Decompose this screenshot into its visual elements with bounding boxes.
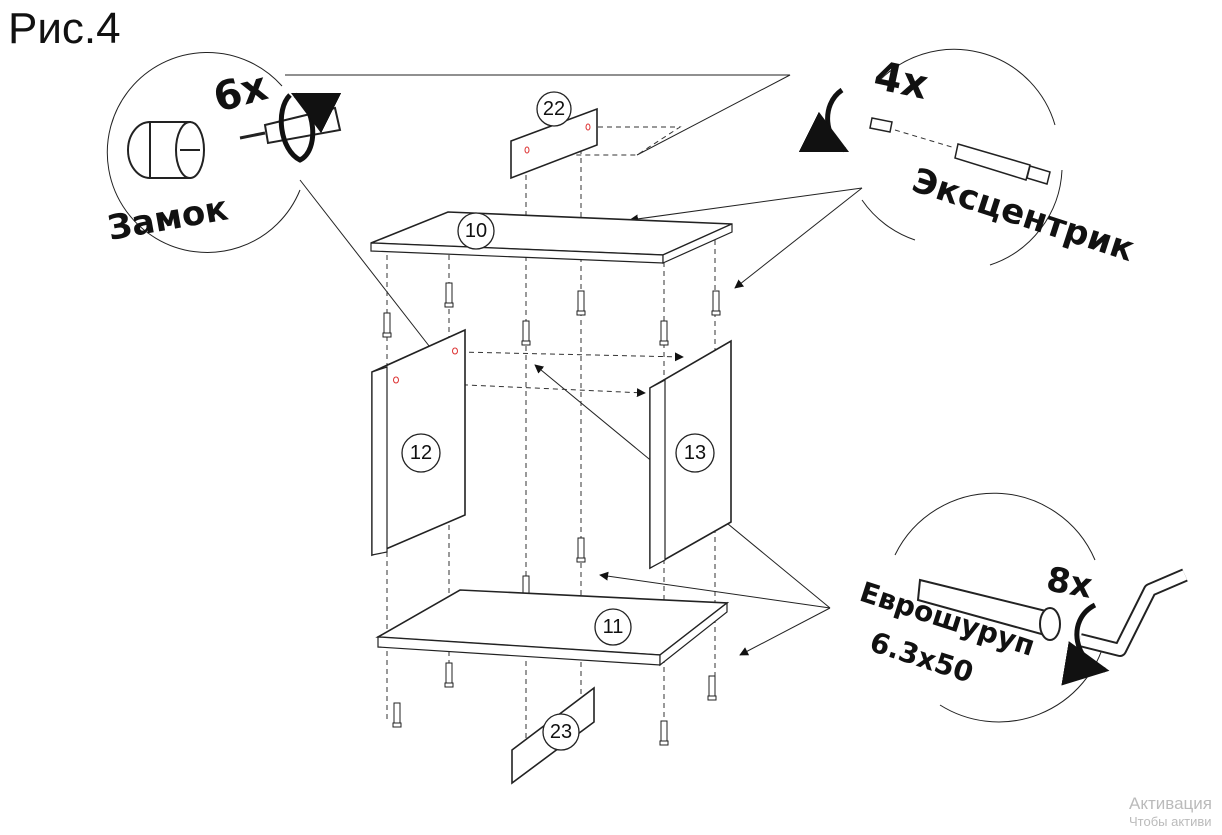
- hex-key-icon: [1078, 568, 1188, 657]
- panel-23: 23: [511, 686, 595, 785]
- euroscrew-callout: 8x Еврошуруп 6.3x50: [856, 492, 1188, 723]
- panel-10: 10: [370, 211, 733, 264]
- lock-label: Замок: [105, 188, 231, 248]
- watermark-line-1: Активация: [1129, 794, 1212, 813]
- rotate-icon: [798, 87, 850, 153]
- rotate-icon: [1061, 602, 1110, 686]
- part-number-22: 22: [543, 98, 565, 120]
- panel-13: 13: [649, 339, 732, 570]
- rotate-icon: [278, 92, 342, 163]
- lock-count: 6x: [209, 63, 273, 121]
- activation-watermark: Активация Чтобы активи: [1129, 794, 1212, 829]
- panel-12: 12: [371, 328, 466, 557]
- watermark-line-2: Чтобы активи: [1129, 814, 1212, 829]
- part-number-10: 10: [465, 220, 487, 242]
- eccentric-pin-icon: [869, 117, 1051, 185]
- eccentric-count: 4x: [870, 53, 932, 109]
- lock-callout: 6x Замок: [105, 52, 342, 253]
- part-number-11: 11: [603, 616, 624, 638]
- part-number-13: 13: [684, 442, 706, 464]
- euroscrew-count: 8x: [1043, 559, 1095, 606]
- part-number-12: 12: [410, 442, 432, 464]
- leader-lines: [285, 74, 863, 656]
- part-number-23: 23: [550, 721, 572, 743]
- panel-11: 11: [375, 589, 730, 667]
- eccentric-callout: 4x Эксцентрик: [798, 48, 1139, 270]
- euroscrew-icon: [916, 578, 1061, 641]
- cam-lock-icon: [127, 121, 205, 179]
- panel-22: 22: [510, 91, 598, 180]
- figure-title: Рис.4: [8, 4, 121, 53]
- screwdriver-icon: [239, 106, 342, 145]
